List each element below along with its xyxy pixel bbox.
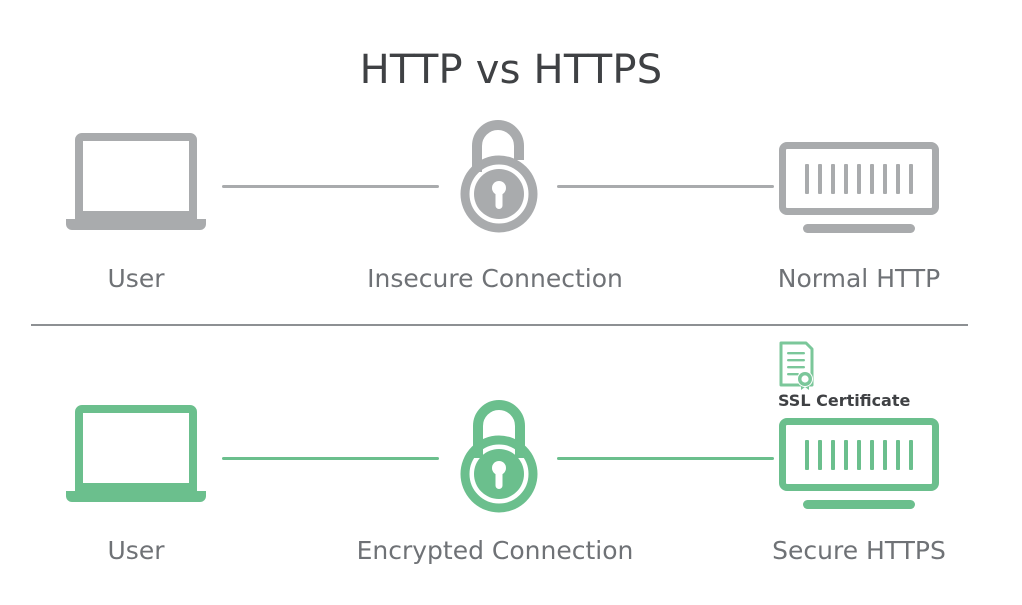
- https-user-node: [66, 405, 206, 509]
- server-bar: [844, 163, 848, 194]
- laptop-base: [66, 491, 206, 502]
- server-bar: [870, 163, 874, 194]
- server-bar: [831, 439, 835, 470]
- laptop-screen: [75, 405, 197, 491]
- open-padlock-icon: [447, 116, 551, 234]
- server-bar: [909, 439, 913, 470]
- certificate-icon: [779, 341, 814, 390]
- server-bar: [818, 439, 822, 470]
- ssl-certificate-badge: SSL Certificate: [778, 341, 910, 409]
- server-icon: [779, 418, 939, 510]
- server-bar: [857, 163, 861, 194]
- server-bar: [870, 439, 874, 470]
- https-connector-left: [222, 457, 439, 460]
- http-user-label: User: [107, 264, 165, 293]
- server-bar: [909, 163, 913, 194]
- page-title: HTTP vs HTTPS: [359, 47, 663, 93]
- https-connection-label: Encrypted Connection: [356, 536, 634, 565]
- server-bar: [883, 163, 887, 194]
- server-bar: [818, 163, 822, 194]
- http-server-label: Normal HTTP: [777, 264, 941, 293]
- server-bar: [896, 163, 900, 194]
- server-stand: [803, 224, 915, 233]
- server-icon: [779, 142, 939, 234]
- http-connector-right: [557, 185, 774, 188]
- https-server-node: [779, 418, 939, 510]
- closed-padlock-icon: [447, 396, 551, 514]
- server-bar: [896, 439, 900, 470]
- server-bar: [805, 163, 809, 194]
- laptop-icon: [66, 405, 206, 509]
- server-bar: [857, 439, 861, 470]
- https-server-label: Secure HTTPS: [772, 536, 946, 565]
- http-user-node: [66, 133, 206, 237]
- laptop-screen: [75, 133, 197, 219]
- laptop-icon: [66, 133, 206, 237]
- server-body: [779, 418, 939, 491]
- https-connector-right: [557, 457, 774, 460]
- server-bar: [883, 439, 887, 470]
- http-connector-left: [222, 185, 439, 188]
- server-bar: [844, 439, 848, 470]
- row-divider: [31, 324, 968, 326]
- ssl-certificate-label: SSL Certificate: [778, 391, 911, 410]
- http-connection-label: Insecure Connection: [367, 264, 623, 293]
- server-bar: [831, 163, 835, 194]
- server-bar: [805, 439, 809, 470]
- server-stand: [803, 500, 915, 509]
- https-user-label: User: [107, 536, 165, 565]
- laptop-base: [66, 219, 206, 230]
- http-server-node: [779, 142, 939, 234]
- server-body: [779, 142, 939, 215]
